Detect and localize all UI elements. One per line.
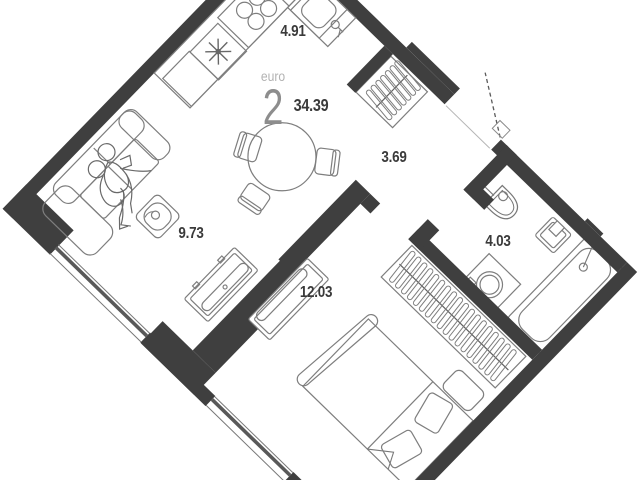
svg-text:12.03: 12.03 <box>300 284 332 301</box>
svg-text:34.39: 34.39 <box>294 97 329 116</box>
svg-text:euro: euro <box>261 68 285 84</box>
svg-text:9.73: 9.73 <box>178 225 203 242</box>
svg-text:4.03: 4.03 <box>485 233 510 250</box>
svg-text:3.69: 3.69 <box>381 149 406 166</box>
svg-text:4.91: 4.91 <box>280 23 305 40</box>
svg-text:2: 2 <box>263 80 284 136</box>
